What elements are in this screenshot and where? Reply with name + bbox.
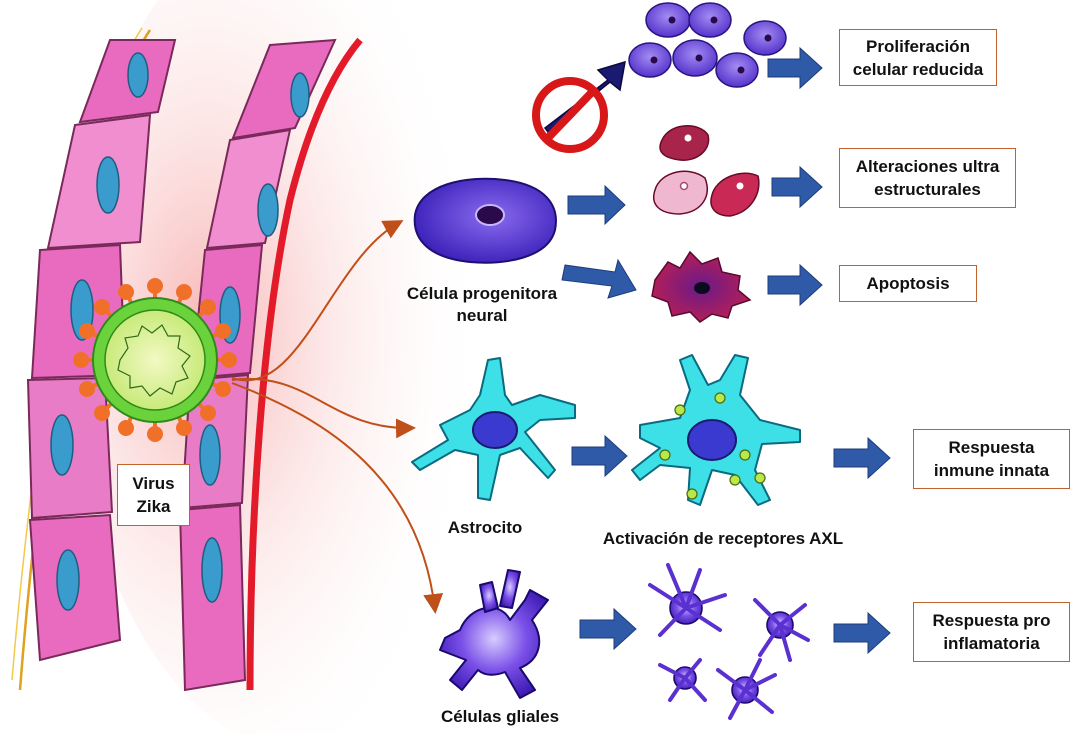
no-increase-icon xyxy=(532,60,626,153)
virus-label-box: Virus Zika xyxy=(117,464,190,526)
astrocyte-cell xyxy=(411,357,576,501)
outcome-ultrastructural-line1: Alteraciones ultra xyxy=(855,157,1000,176)
outcome-proliferation-line2: celular reducida xyxy=(852,59,984,79)
vessel-nuclei-right xyxy=(199,72,310,603)
proliferating-nuclei xyxy=(650,16,772,74)
activated-astrocyte-cell xyxy=(631,354,801,506)
altered-cells xyxy=(653,125,760,217)
outcome-inflammatory-line1: Respuesta pro xyxy=(932,611,1051,630)
label-progenitor-line2: neural xyxy=(456,306,508,325)
apoptotic-cell xyxy=(651,250,752,323)
label-progenitor-line1: Célula progenitora xyxy=(406,284,558,303)
outcome-proliferation-line1: Proliferación xyxy=(866,36,970,56)
axl-receptor-marks xyxy=(659,392,766,500)
outcome-box-inflammatory: Respuesta pro inflamatoria xyxy=(913,602,1070,662)
outcome-apoptosis: Apoptosis xyxy=(866,274,950,293)
proliferating-cells xyxy=(628,2,787,88)
outcome-ultrastructural-line2: estructurales xyxy=(874,180,981,199)
outcome-innate-line1: Respuesta xyxy=(948,438,1035,457)
virus-label-line2: Zika xyxy=(136,497,171,516)
virus-label-line1: Virus xyxy=(132,474,175,493)
label-astrocyte: Astrocito xyxy=(447,518,523,537)
glial-processes xyxy=(648,563,810,720)
outcome-box-innate: Respuesta inmune innata xyxy=(913,429,1070,489)
outcome-innate-line2: inmune innata xyxy=(933,461,1050,480)
flow-arrows xyxy=(561,46,891,655)
outcome-box-ultrastructural: Alteraciones ultra estructurales xyxy=(839,148,1016,208)
glial-cell xyxy=(439,569,549,699)
virus-connectors xyxy=(231,220,444,614)
neural-progenitor-cell xyxy=(413,177,557,264)
label-axl-activation: Activación de receptores AXL xyxy=(602,529,844,548)
outcome-box-proliferation: Proliferación celular reducida xyxy=(839,29,997,86)
outcome-inflammatory-line2: inflamatoria xyxy=(943,634,1040,653)
label-progenitor: Célula progenitora neural xyxy=(392,283,572,327)
basement-membrane xyxy=(246,37,363,691)
outcome-box-apoptosis: Apoptosis xyxy=(839,265,977,302)
zika-virus-particle xyxy=(73,278,237,442)
label-glial: Células gliales xyxy=(440,707,560,726)
